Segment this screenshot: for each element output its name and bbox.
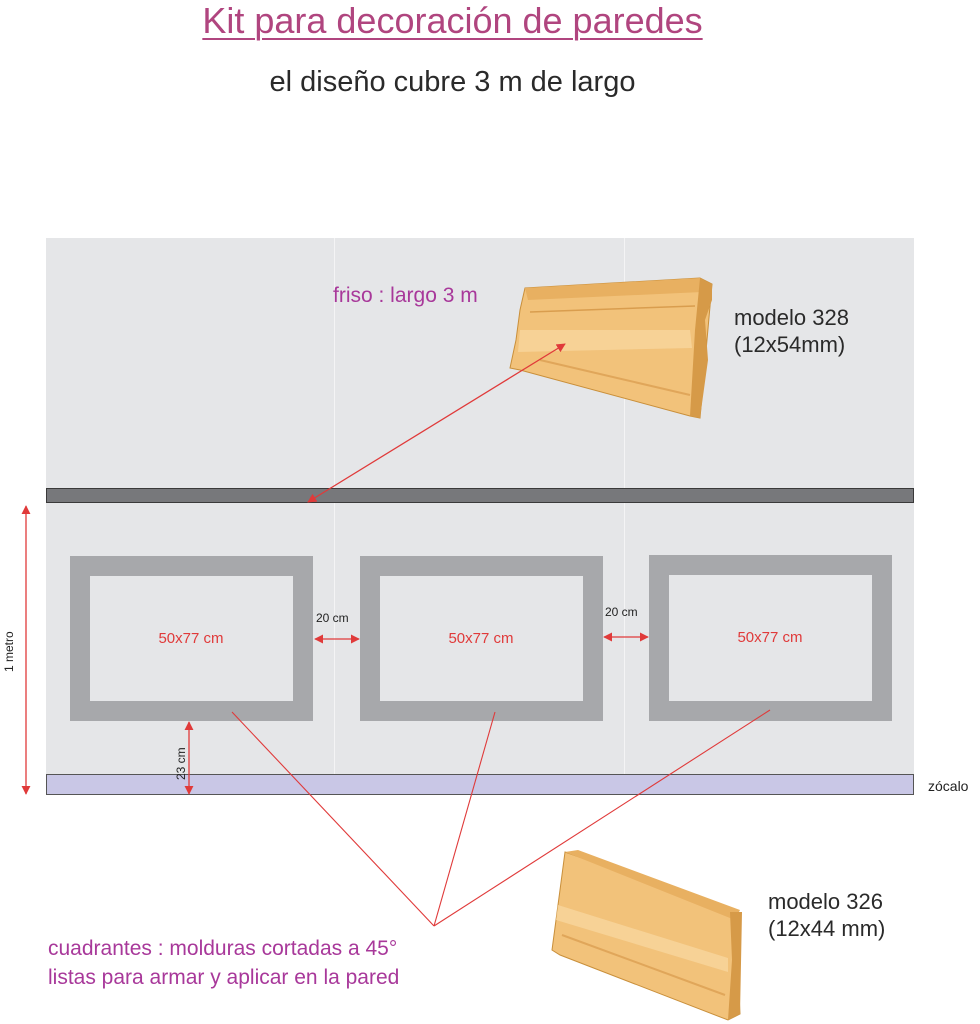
zocalo-label: zócalo <box>928 778 969 794</box>
wall-seam <box>334 238 335 778</box>
frame-1-label: 50x77 cm <box>158 630 224 647</box>
frame-2-label: 50x77 cm <box>448 630 514 647</box>
height-dimension-label: 1 metro <box>2 631 16 672</box>
bottom-gap-dimension-label: 23 cm <box>174 747 188 780</box>
friso-label: friso : largo 3 m <box>333 284 478 307</box>
cuadrantes-line-1: cuadrantes : molduras cortadas a 45° <box>48 937 398 960</box>
gap-2-dimension-label: 20 cm <box>605 605 638 619</box>
model-328-size: (12x54mm) <box>734 332 846 357</box>
moulding-326-image <box>551 850 742 1021</box>
model-328-label: modelo 328 (12x54mm) <box>734 304 849 358</box>
gap-1-dimension-label: 20 cm <box>316 611 349 625</box>
frame-3-label: 50x77 cm <box>737 629 803 646</box>
moulding-328-image <box>509 277 713 419</box>
page-title: Kit para decoración de paredes <box>202 0 703 41</box>
model-326-name: modelo 326 <box>768 889 883 914</box>
model-326-size: (12x44 mm) <box>768 916 886 941</box>
model-326-label: modelo 326 (12x44 mm) <box>768 888 885 942</box>
model-328-name: modelo 328 <box>734 305 849 330</box>
frame-2 <box>360 556 603 721</box>
page-subtitle: el diseño cubre 3 m de largo <box>269 66 636 98</box>
frame-1 <box>70 556 313 721</box>
frame-3 <box>649 555 892 721</box>
wall-panel <box>46 238 914 778</box>
zocalo-bar <box>46 774 914 795</box>
wall-seam <box>624 238 625 778</box>
cuadrantes-line-2: listas para armar y aplicar en la pared <box>48 966 400 989</box>
